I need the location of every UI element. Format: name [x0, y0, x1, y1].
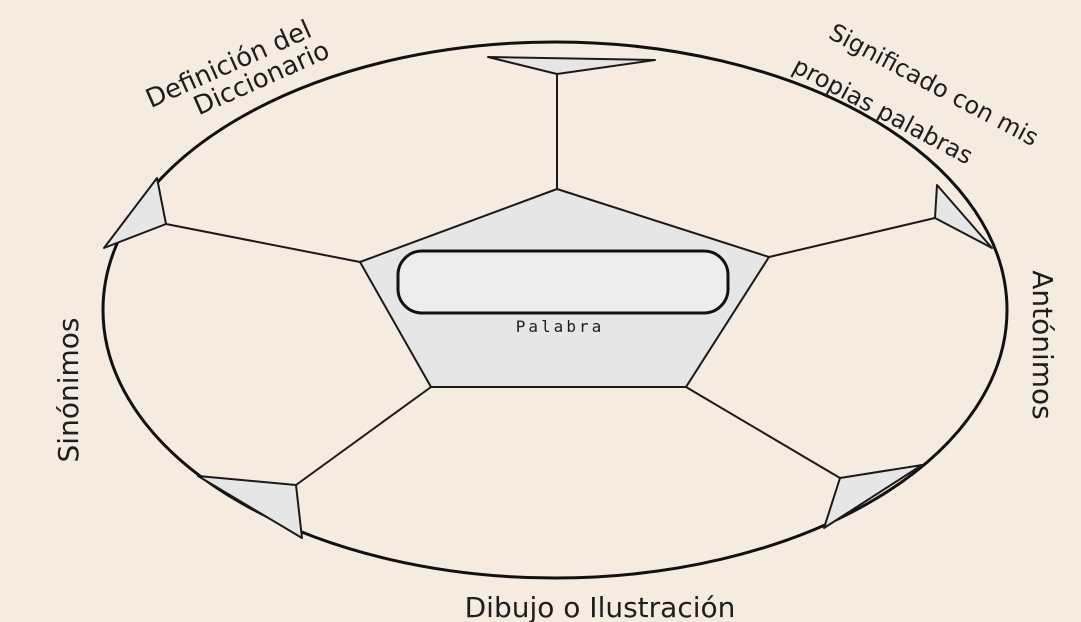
word-input-box[interactable]: [396, 249, 730, 315]
seam-bottom-left: [295, 386, 432, 486]
patch-right: [934, 184, 993, 249]
label-dibujo: Dibujo o Ilustración: [465, 591, 736, 622]
seam-right: [768, 217, 936, 258]
word-label: Palabra: [516, 317, 604, 336]
patch-bottom-left: [197, 475, 303, 539]
seam-left: [165, 223, 361, 263]
label-sinonimos: Sinónimos: [52, 318, 85, 463]
patch-top: [487, 56, 656, 75]
seam-bottom-right: [685, 386, 841, 479]
ball-outline: [101, 40, 1009, 580]
label-antonimos: Antónimos: [1026, 270, 1059, 420]
patch-bottom-right: [823, 464, 923, 529]
patch-left: [103, 177, 167, 249]
